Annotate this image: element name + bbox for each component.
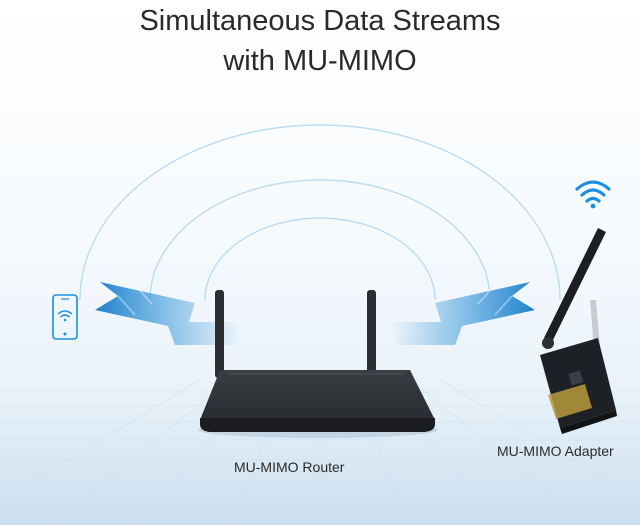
pcie-adapter-icon [540,228,617,434]
smartphone-wifi-icon [52,294,78,340]
diagram-title-line-2: with MU-MIMO [223,45,417,77]
diagram-title-line-1: Simultaneous Data Streams [139,5,501,37]
right-stream-arrow [390,282,535,345]
wifi-icon [575,180,611,209]
signal-arcs [79,124,561,301]
adapter-label: MU-MIMO Adapter [497,443,614,459]
left-stream-arrow [95,282,240,345]
router-icon [198,290,438,438]
router-label: MU-MIMO Router [234,459,345,475]
